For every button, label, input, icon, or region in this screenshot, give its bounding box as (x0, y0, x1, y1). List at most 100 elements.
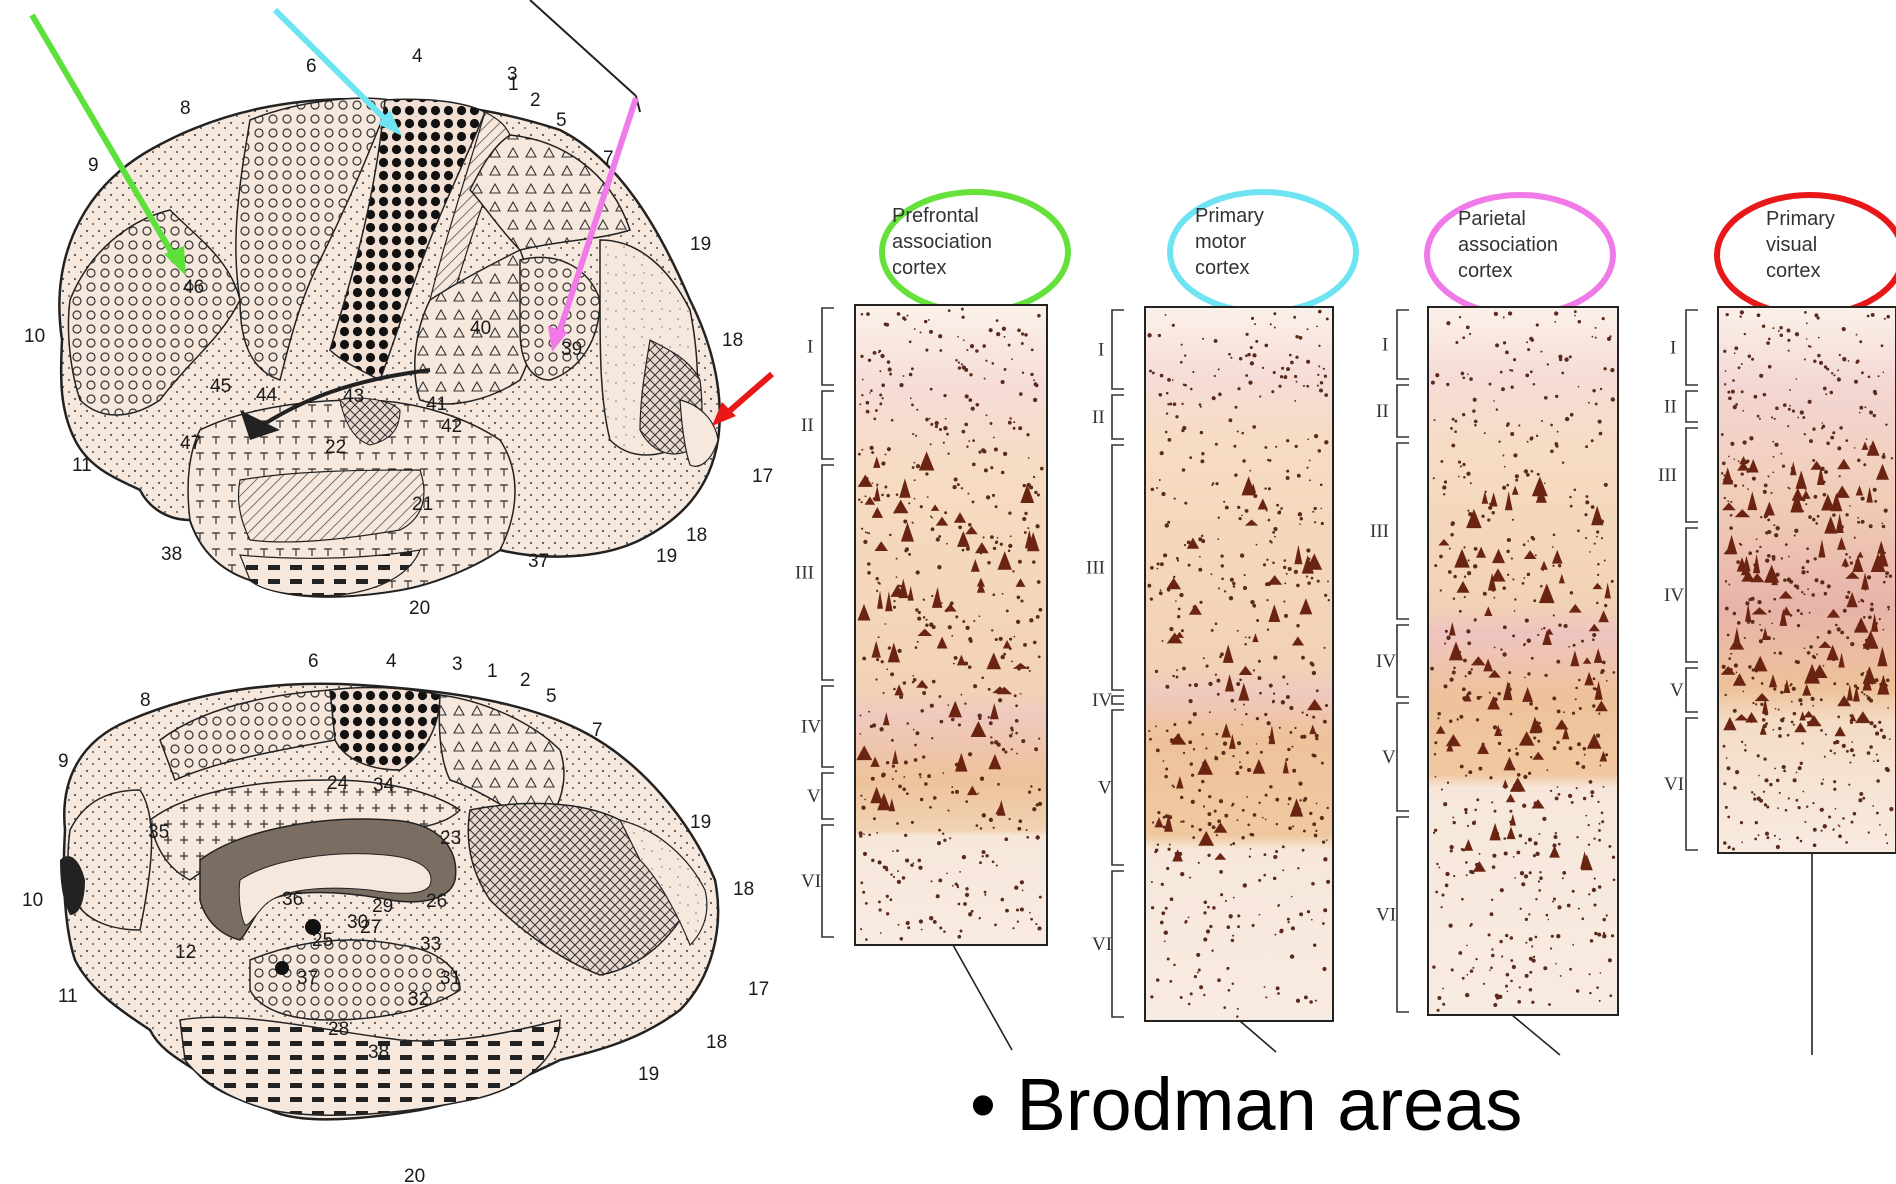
cell-dot (1771, 622, 1773, 624)
cell-dot (1570, 505, 1573, 508)
cell-dot (1837, 446, 1841, 450)
cell-dot (1788, 797, 1790, 799)
cell-dot (1508, 311, 1512, 315)
medial-area-label: 6 (308, 651, 319, 672)
cell-dot (1589, 551, 1591, 553)
cell-dot (1465, 675, 1467, 677)
cell-dot (917, 617, 921, 621)
cell-dot (1569, 496, 1571, 498)
cell-dot (1232, 803, 1235, 806)
cell-dot (1535, 707, 1538, 710)
cell-dot (1280, 507, 1283, 510)
cell-dot (1230, 844, 1232, 846)
cell-dot (1317, 385, 1319, 387)
cell-dot (962, 549, 965, 552)
cell-dot (1569, 746, 1573, 750)
cell-dot (1879, 824, 1881, 826)
cell-dot (1794, 535, 1796, 537)
cell-dot (957, 935, 961, 939)
cell-dot (1765, 531, 1768, 534)
cell-dot (1529, 988, 1533, 992)
cell-dot (1466, 874, 1468, 876)
cell-dot (1510, 980, 1513, 983)
layer-label: I (1670, 338, 1676, 359)
cell-dot (989, 721, 993, 725)
cell-dot (1762, 325, 1765, 328)
cell-dot (1437, 1009, 1440, 1012)
medial-area-label: 28 (328, 1019, 349, 1040)
cell-dot (990, 535, 994, 539)
cell-dot (922, 691, 926, 695)
cell-dot (1889, 807, 1893, 811)
cell-dot (995, 638, 998, 641)
cell-dot (1548, 1003, 1551, 1006)
cell-dot (1453, 667, 1456, 670)
cell-dot (1241, 724, 1243, 726)
cell-dot (1472, 409, 1475, 412)
cell-dot (1435, 373, 1439, 377)
cell-dot (1754, 838, 1757, 841)
cell-dot (936, 537, 940, 541)
cell-dot (1505, 985, 1508, 988)
cell-dot (1029, 618, 1033, 622)
cell-dot (1313, 944, 1316, 947)
cell-dot (1610, 368, 1614, 372)
cell-dot (1307, 581, 1311, 585)
cell-dot (1253, 669, 1255, 671)
medial-area-label: 33 (420, 934, 441, 955)
cell-dot (1258, 802, 1260, 804)
cell-dot (992, 494, 995, 497)
cell-dot (1523, 577, 1525, 579)
cell-dot (1445, 872, 1449, 876)
cell-dot (1835, 740, 1839, 744)
cell-dot (1155, 725, 1157, 727)
cell-dot (943, 442, 945, 444)
cell-dot (1192, 371, 1194, 373)
cell-dot (1526, 473, 1530, 477)
cell-dot (1265, 819, 1267, 821)
cell-dot (984, 891, 987, 894)
cell-dot (1806, 571, 1809, 574)
cell-dot (1316, 326, 1318, 328)
cell-dot (1885, 575, 1887, 577)
cell-dot (875, 678, 877, 680)
cell-dot (1162, 760, 1164, 762)
cell-dot (863, 540, 867, 544)
cell-dot (1239, 761, 1241, 763)
cell-dot (1267, 459, 1270, 462)
cell-dot (940, 720, 944, 724)
cell-dot (860, 355, 863, 358)
medial-area-label: 24 (327, 773, 349, 794)
cell-dot (1801, 742, 1804, 745)
cell-dot (1604, 604, 1607, 607)
cell-dot (1267, 721, 1271, 725)
cell-dot (1867, 575, 1871, 579)
layer-label: III (1370, 521, 1389, 542)
cell-dot (1167, 958, 1170, 961)
cell-dot (958, 903, 961, 906)
cell-dot (1588, 844, 1590, 846)
cell-dot (1468, 559, 1470, 561)
cell-dot (1239, 678, 1242, 681)
medial-area-label: 20 (404, 1166, 425, 1184)
cell-dot (954, 477, 958, 481)
cell-dot (1160, 921, 1164, 925)
cell-dot (1191, 774, 1194, 777)
cell-dot (1021, 342, 1024, 345)
cell-dot (1235, 771, 1239, 775)
cell-dot (1563, 711, 1565, 713)
cell-dot (1730, 653, 1732, 655)
lateral-area-label: 8 (180, 98, 191, 119)
cell-dot (992, 861, 995, 864)
cell-dot (962, 620, 965, 623)
cell-dot (1017, 596, 1021, 600)
cell-dot (1237, 1008, 1239, 1010)
cell-dot (1465, 993, 1469, 997)
cell-dot (861, 528, 863, 530)
cell-dot (1170, 897, 1174, 901)
cell-dot (1823, 665, 1825, 667)
cell-dot (1435, 776, 1437, 778)
cell-dot (1004, 751, 1007, 754)
cell-dot (1249, 470, 1251, 472)
cell-dot (1300, 517, 1303, 520)
